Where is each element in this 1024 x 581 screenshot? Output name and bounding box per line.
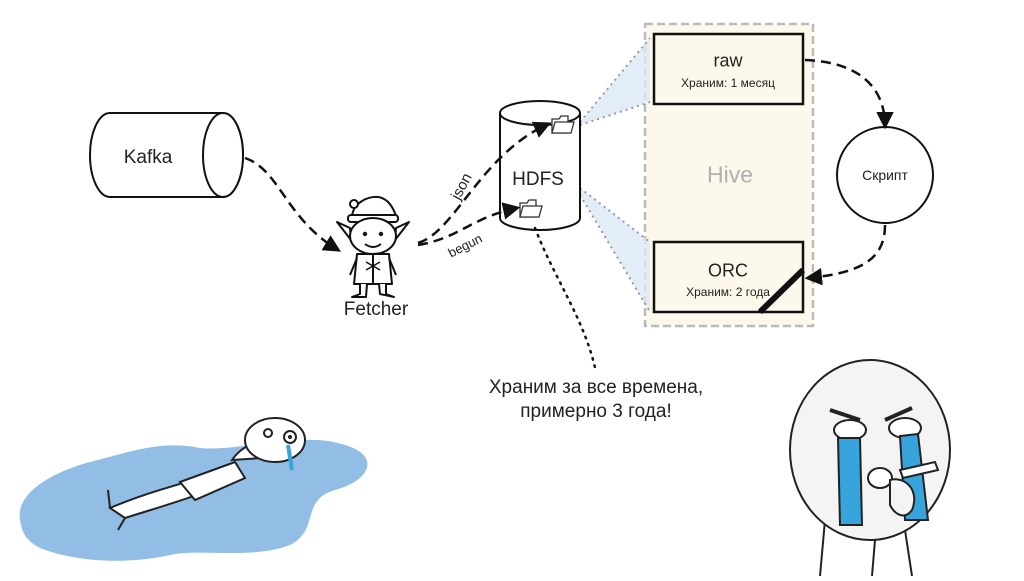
- raw-to-script-arrow: [804, 58, 894, 130]
- fetcher-to-hdfs-begun-arrow: [417, 202, 521, 247]
- note-line-1: Храним за все времена,: [488, 377, 704, 398]
- raw-retention-label: Храним: 1 месяц: [681, 76, 775, 90]
- script-to-orc-arrow: [804, 224, 887, 286]
- folder-icon: [551, 115, 575, 134]
- kafka-cylinder: [89, 112, 244, 198]
- kafka-to-fetcher-arrow: [244, 156, 341, 252]
- hive-label: Hive: [706, 161, 754, 188]
- raw-projection: [580, 38, 650, 125]
- script-label: Скрипт: [862, 167, 908, 183]
- raw-table-title: raw: [713, 50, 743, 71]
- orc-strike: [757, 267, 806, 315]
- lying-figure-illustration: [19, 417, 368, 561]
- fetcher-label: Fetcher: [343, 299, 409, 320]
- hdfs-note-connector: [533, 226, 598, 374]
- fetcher-elf-figure: [336, 195, 410, 298]
- orc-table: [652, 240, 805, 314]
- fetcher-to-hdfs-json-arrow: [417, 121, 552, 245]
- folder-icon: [519, 199, 543, 218]
- orc-projection: [580, 188, 650, 312]
- note-line-2: примерно 3 года!: [520, 401, 672, 422]
- orc-table-title: ORC: [708, 260, 748, 281]
- hdfs-label: HDFS: [512, 169, 564, 190]
- raw-table: [652, 32, 805, 106]
- orc-retention-label: Храним: 2 года: [686, 285, 770, 299]
- crying-face-illustration: [789, 359, 951, 577]
- kafka-label: Kafka: [123, 147, 173, 168]
